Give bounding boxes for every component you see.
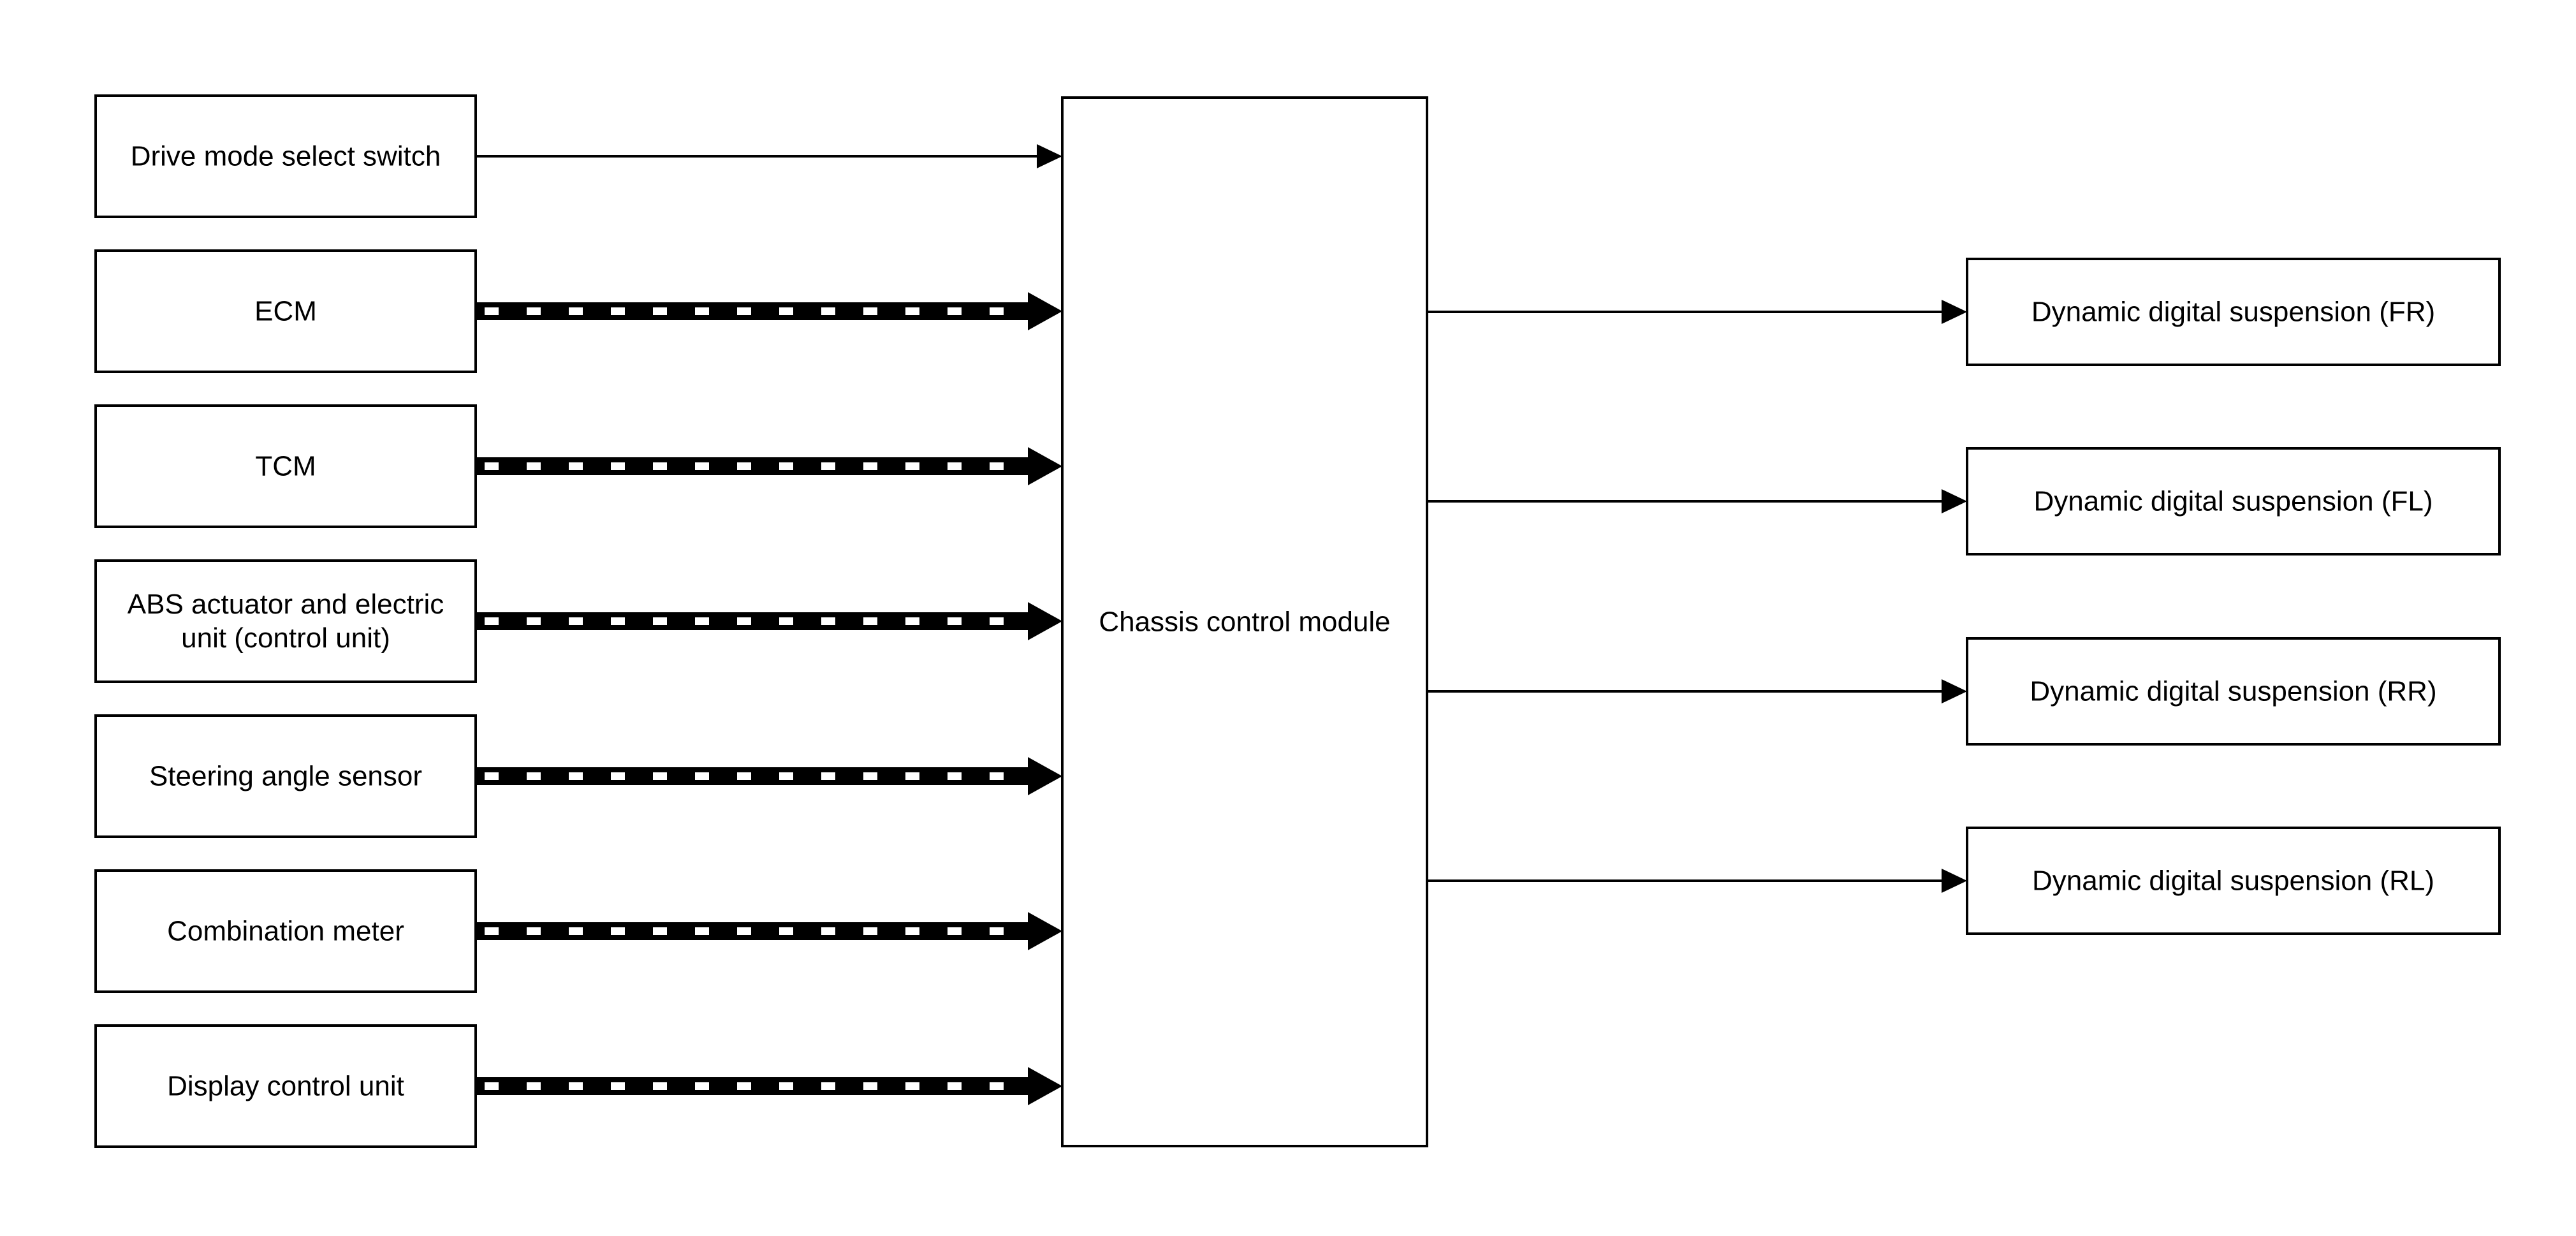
dynamic-digital-suspension-rl-label: Dynamic digital suspension (RL): [2032, 865, 2434, 897]
dynamic-digital-suspension-fl-connection: [1427, 489, 1967, 513]
dynamic-digital-suspension-fr-label: Dynamic digital suspension (FR): [2031, 297, 2435, 328]
dynamic-digital-suspension-rl-connection: [1427, 869, 1967, 893]
tcm-connection-arrowhead: [1028, 447, 1062, 485]
dynamic-digital-suspension-fr-connection: [1427, 300, 1967, 324]
dynamic-digital-suspension-fr-connection-arrowhead: [1942, 300, 1967, 324]
drive-mode-select-switch-box: [94, 94, 477, 218]
dynamic-digital-suspension-rr-box: [1966, 637, 2501, 746]
dynamic-digital-suspension-fr: Dynamic digital suspension (FR): [1966, 258, 2501, 366]
display-control-unit: Display control unit: [94, 1024, 477, 1148]
chassis-control-module-box: [1061, 96, 1428, 1147]
combination-meter-label: Combination meter: [167, 916, 404, 947]
dynamic-digital-suspension-fl-box: [1966, 447, 2501, 555]
combination-meter-connection: [476, 912, 1062, 950]
steering-angle-sensor: Steering angle sensor: [94, 714, 477, 838]
dynamic-digital-suspension-fl: Dynamic digital suspension (FL): [1966, 447, 2501, 555]
dynamic-digital-suspension-rl: Dynamic digital suspension (RL): [1966, 827, 2501, 935]
dynamic-digital-suspension-rr-label: Dynamic digital suspension (RR): [2030, 676, 2436, 707]
dynamic-digital-suspension-rr-connection: [1427, 679, 1967, 703]
steering-angle-sensor-connection-arrowhead: [1028, 757, 1062, 795]
dynamic-digital-suspension-fl-connection-arrowhead: [1942, 489, 1967, 513]
combination-meter: Combination meter: [94, 869, 477, 993]
ecm-connection: [476, 292, 1062, 330]
dynamic-digital-suspension-fr-box: [1966, 258, 2501, 366]
display-control-unit-connection: [476, 1067, 1062, 1105]
drive-mode-select-switch-connection: [476, 144, 1062, 168]
display-control-unit-connection-arrowhead: [1028, 1067, 1062, 1105]
dynamic-digital-suspension-rr-connection-arrowhead: [1942, 679, 1967, 703]
steering-angle-sensor-box: [94, 714, 477, 838]
abs-actuator-connection-arrowhead: [1028, 602, 1062, 640]
steering-angle-sensor-connection: [476, 757, 1062, 795]
ecm-label: ECM: [254, 296, 317, 327]
dynamic-digital-suspension-rl-box: [1966, 827, 2501, 935]
chassis-control-module: Chassis control module: [1061, 96, 1428, 1147]
drive-mode-select-switch: Drive mode select switch: [94, 94, 477, 218]
tcm-label: TCM: [255, 451, 316, 482]
chassis-control-module-label: Chassis control module: [1099, 607, 1390, 638]
combination-meter-connection-arrowhead: [1028, 912, 1062, 950]
tcm-connection: [476, 447, 1062, 485]
tcm-box: [94, 404, 477, 528]
display-control-unit-box: [94, 1024, 477, 1148]
abs-actuator-label: unit (control unit): [181, 622, 390, 654]
ecm-connection-arrowhead: [1028, 292, 1062, 330]
dynamic-digital-suspension-rl-connection-arrowhead: [1942, 869, 1967, 893]
combination-meter-box: [94, 869, 477, 993]
abs-actuator-connection: [476, 602, 1062, 640]
drive-mode-select-switch-connection-arrowhead: [1037, 144, 1062, 168]
abs-actuator-box: [94, 559, 477, 683]
connections: [476, 144, 1967, 1105]
abs-actuator-label: ABS actuator and electric: [128, 589, 444, 620]
ecm-box: [94, 249, 477, 373]
ecm: ECM: [94, 249, 477, 373]
drive-mode-select-switch-label: Drive mode select switch: [131, 141, 441, 172]
dynamic-digital-suspension-rr: Dynamic digital suspension (RR): [1966, 637, 2501, 746]
dynamic-digital-suspension-fl-label: Dynamic digital suspension (FL): [2033, 486, 2433, 517]
steering-angle-sensor-label: Steering angle sensor: [149, 761, 422, 792]
tcm: TCM: [94, 404, 477, 528]
display-control-unit-label: Display control unit: [167, 1071, 404, 1102]
